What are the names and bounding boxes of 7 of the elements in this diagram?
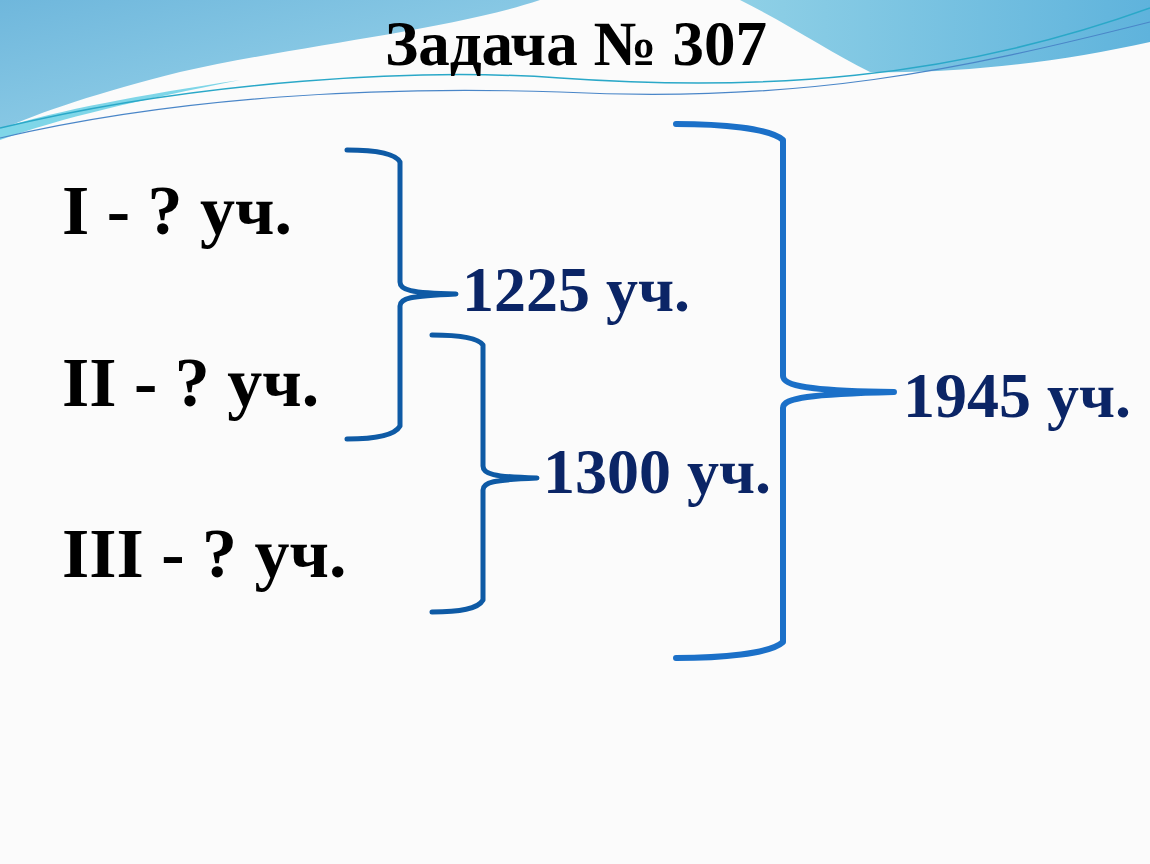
total-label: 1945 уч. (903, 364, 1132, 429)
quantity-label: III - ? уч. (62, 519, 347, 590)
total-label: 1225 уч. (462, 258, 691, 323)
quantity-label: I - ? уч. (62, 176, 293, 247)
quantity-label: II - ? уч. (62, 348, 320, 419)
total-label: 1300 уч. (543, 440, 772, 505)
title: Задача № 307 (385, 13, 767, 77)
